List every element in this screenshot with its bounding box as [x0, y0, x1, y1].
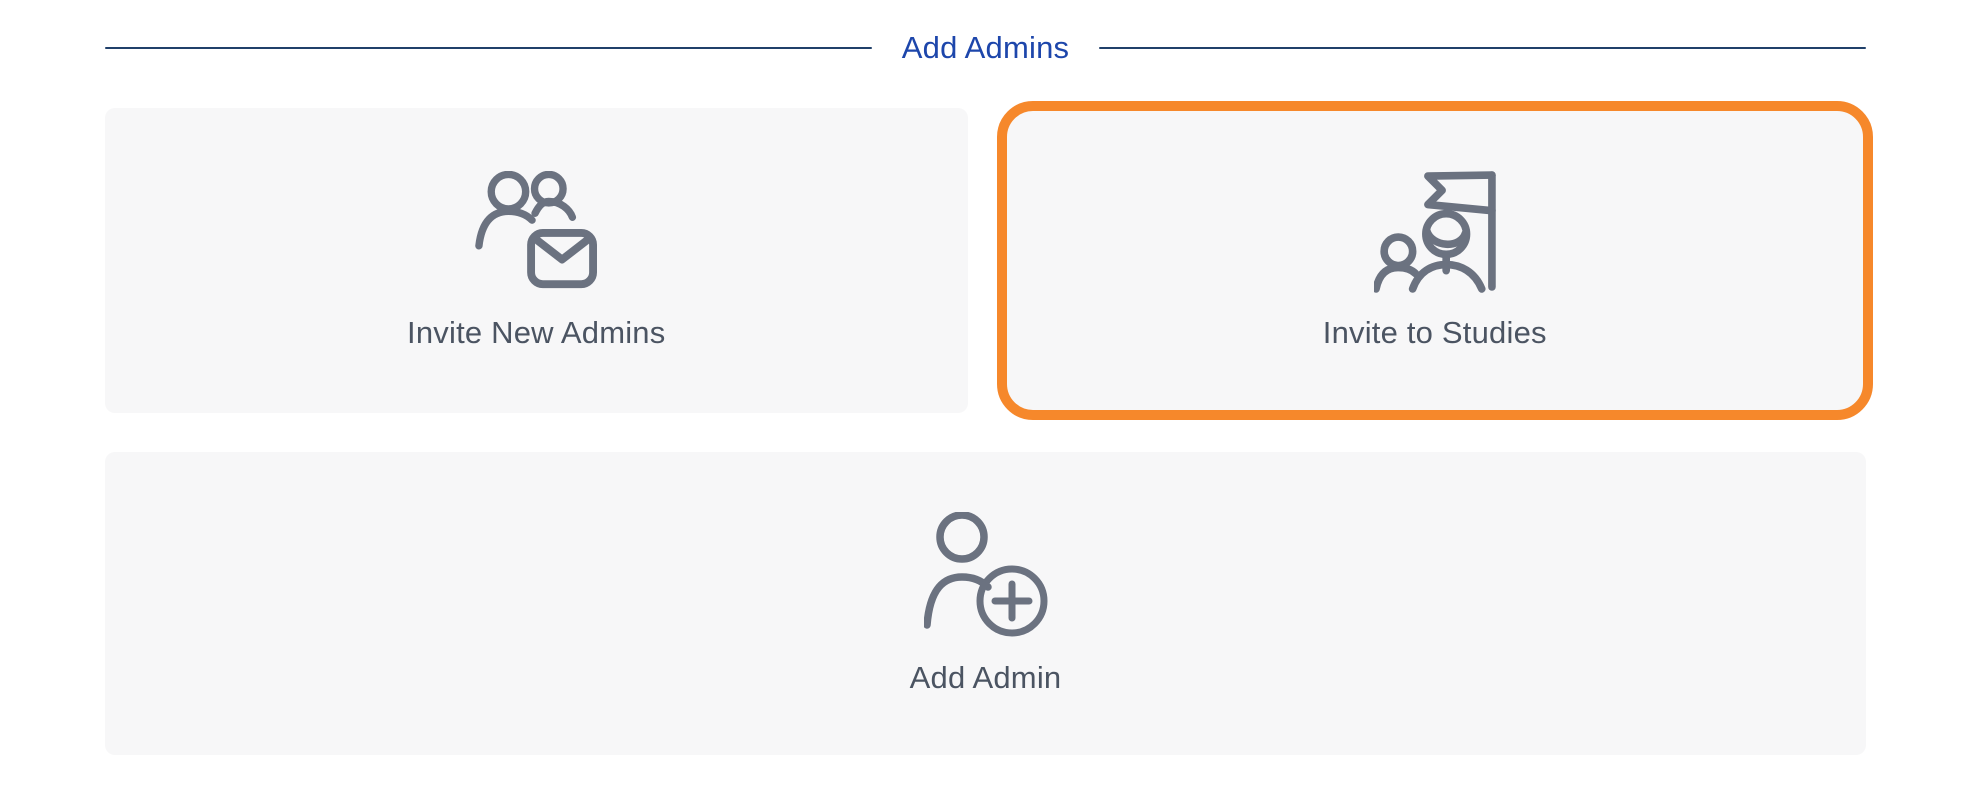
divider-line-right	[1099, 46, 1866, 50]
add-admins-page: Add Admins Invite New Admins	[105, 28, 1873, 755]
invite-to-studies-label: Invite to Studies	[1322, 314, 1547, 350]
people-mail-icon	[475, 170, 598, 293]
admin-options-row: Invite New Admins Invite to Studies	[105, 101, 1873, 420]
add-admin-card[interactable]: Add Admin	[105, 452, 1866, 755]
invite-to-studies-card[interactable]: Invite to Studies	[996, 101, 1873, 420]
person-plus-icon	[923, 511, 1048, 638]
divider-line-left	[105, 46, 872, 50]
page-title: Add Admins	[901, 30, 1070, 65]
invite-new-admins-card[interactable]: Invite New Admins	[105, 108, 968, 413]
add-admin-label: Add Admin	[909, 659, 1062, 695]
invite-new-admins-label: Invite New Admins	[407, 314, 666, 350]
person-flag-icon	[1373, 170, 1496, 293]
section-header: Add Admins	[105, 28, 1866, 68]
